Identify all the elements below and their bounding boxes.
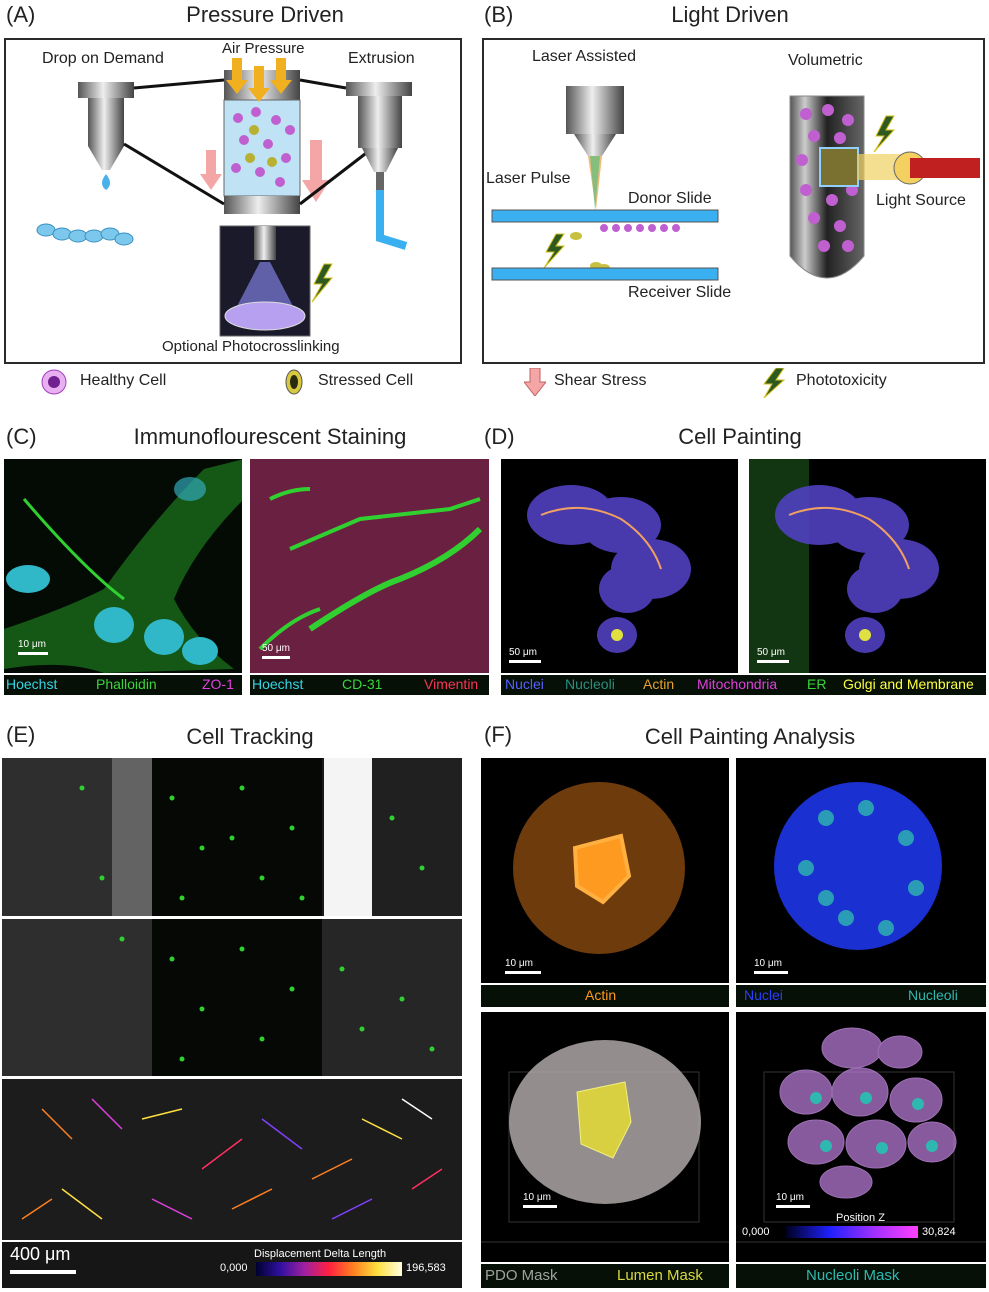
panel-e-label: (E) [6,722,36,747]
stain-legend-2-b: CD-31 [342,676,383,692]
actin-legend: Actin [481,985,729,1007]
painting-legend-golgi: Golgi and Membrane [843,676,974,692]
stain-scale-2-text: 50 μm [262,643,290,654]
stain-legend-2-c: Vimentin [424,676,479,692]
healthy-cell-icon [41,369,67,395]
cbar-title: Displacement Delta Length [254,1248,387,1260]
posz-max: 30,824 [922,1226,956,1238]
posz-min: 0,000 [742,1226,770,1238]
painting-legend: Nuclei Nucleoli Actin Mitochondria ER Go… [501,675,986,695]
nuclei-scale: 10 μm [754,958,788,974]
pdo-legend-text: PDO Mask [485,1267,558,1284]
painting-scale-2: 50 μm [757,647,789,663]
panel-a-title: Pressure Driven [186,2,344,27]
cbar-gradient [256,1262,402,1276]
legend-healthy: Healthy Cell [80,372,167,389]
panel-b-box: Laser Assisted Volumetric Laser Pulse Do… [482,38,985,364]
nuclei-legend: Nuclei Nucleoli [736,985,986,1007]
painting-legend-er: ER [807,676,827,692]
legend-phototoxicity: Phototoxicity [796,372,887,389]
stain-scale-2: 50 μm [262,643,290,659]
phototoxicity-icon [763,368,786,398]
receiver-slide-label: Receiver Slide [628,284,732,301]
painting-image-1: 50 μm [501,459,738,673]
donor-slide-label: Donor Slide [628,190,712,207]
legend-stressed: Stressed Cell [318,372,414,389]
nucleoli-mask-legend: Nucleoli Mask [736,1264,986,1288]
stain-legend-1: Hoechst Phalloidin ZO-1 [4,675,242,695]
nuclei-scale-text: 10 μm [754,958,782,969]
nucleoli-scale: 10 μm [776,1192,810,1208]
panel-e-title: Cell Tracking [186,724,314,749]
painting-legend-nucleoli: Nucleoli [565,676,615,692]
nuclei-legend-text: Nuclei [744,987,783,1003]
stain-legend-2: Hoechst CD-31 Vimentin [250,675,489,695]
tracking-frame-2 [2,919,462,1076]
painting-scale-1-text: 50 μm [509,647,537,658]
pressure-illustration [36,58,412,337]
laser-pulse-label: Laser Pulse [486,170,571,187]
stain-legend-1-c: ZO-1 [202,676,234,692]
legend: Healthy Cell Stressed Cell Shear Stress … [40,368,980,398]
tracking-frame-1 [2,758,462,916]
extrusion-label: Extrusion [348,50,415,67]
pdo-scale: 10 μm [523,1192,557,1208]
painting-legend-actin: Actin [643,676,675,692]
drop-on-demand-label: Drop on Demand [42,50,164,67]
actin-image: 10 μm [481,758,729,983]
photocrosslinking-label: Optional Photocrosslinking [162,338,340,355]
stain-image-2: 50 μm [250,459,489,673]
panel-d-title: Cell Painting [678,424,802,449]
lumen-legend-text: Lumen Mask [617,1267,703,1284]
panel-a-box: Drop on Demand Air Pressure Extrusion [4,38,462,364]
stain-legend-2-a: Hoechst [252,676,304,692]
nucleoli-legend-text: Nucleoli [908,987,958,1003]
pdo-scale-text: 10 μm [523,1192,551,1203]
stain-scale-1-text: 10 μm [18,639,46,650]
nucleoli-mask-image: 10 μm Position Z 0,000 30,824 [736,1012,986,1262]
pdo-mask-image: 10 μm [481,1012,729,1262]
painting-scale-1: 50 μm [509,647,541,663]
tracking-scale-bar [10,1270,76,1274]
panel-b-title: Light Driven [671,2,789,27]
actin-scale-text: 10 μm [505,958,533,969]
tracking-scale-text: 400 μm [10,1244,71,1264]
panel-d-label: (D) [484,424,515,449]
painting-scale-2-text: 50 μm [757,647,785,658]
laser-assisted-label: Laser Assisted [532,48,637,65]
nuclei-image: 10 μm [736,758,986,983]
volumetric-label: Volumetric [788,52,863,69]
posz-title: Position Z [836,1212,885,1224]
stain-legend-1-b: Phalloidin [96,676,157,692]
panel-a-label: (A) [6,2,36,27]
legend-shear: Shear Stress [554,372,647,389]
panel-f-label: (F) [484,722,513,747]
pdo-legend: PDO Mask Lumen Mask [481,1264,729,1288]
shear-stress-icon [524,368,546,396]
stain-image-1: 10 μm [4,459,242,673]
actin-legend-text: Actin [585,987,617,1003]
stain-scale-1: 10 μm [18,639,48,655]
painting-legend-nuclei: Nuclei [505,676,544,692]
panel-f-title: Cell Painting Analysis [644,724,856,749]
actin-scale: 10 μm [505,958,541,974]
panel-c-title: Immunoflourescent Staining [133,424,407,449]
stain-legend-1-a: Hoechst [6,676,58,692]
painting-image-2: 50 μm [749,459,986,673]
light-illustration [491,86,980,281]
nucleoli-scale-text: 10 μm [776,1192,804,1203]
panel-c-label: (C) [6,424,37,449]
tracking-frame-3 [2,1079,462,1240]
air-pressure-label: Air Pressure [222,40,305,57]
cbar-min: 0,000 [220,1262,248,1274]
tracking-footer: 400 μm Displacement Delta Length 0,000 1… [2,1242,462,1288]
cbar-max: 196,583 [406,1262,446,1274]
stressed-cell-icon [285,369,303,395]
nucleoli-mask-legend-text: Nucleoli Mask [806,1267,900,1284]
posz-gradient [786,1226,918,1238]
painting-legend-mito: Mitochondria [697,676,778,692]
panel-b-label: (B) [484,2,514,27]
light-source-label: Light Source [876,192,966,209]
